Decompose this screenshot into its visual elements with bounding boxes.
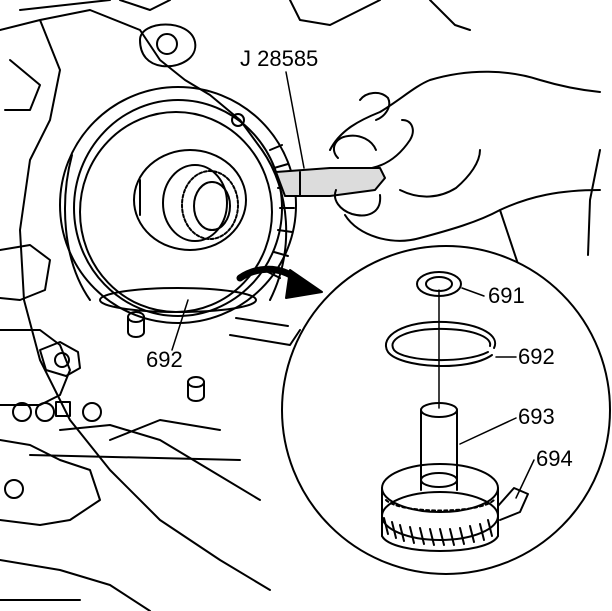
case-channel xyxy=(109,317,301,441)
callout-693: 693 xyxy=(518,404,555,429)
callout-692-detail: 692 xyxy=(518,344,555,369)
callout-694: 694 xyxy=(536,446,573,471)
callout-691: 691 xyxy=(488,283,525,308)
clutch-housing xyxy=(59,86,297,324)
washer-691 xyxy=(416,271,462,297)
snap-ring-692 xyxy=(385,320,497,368)
tool-j28585 xyxy=(275,71,386,197)
detail-arrow xyxy=(236,265,323,299)
tool-callout-j28585: J 28585 xyxy=(240,46,319,71)
center-hub xyxy=(133,149,247,251)
detail-view xyxy=(281,245,611,575)
shaft-693 xyxy=(420,402,458,491)
leader-lines xyxy=(171,287,535,499)
clutch-hub-694 xyxy=(381,463,529,552)
hand xyxy=(329,70,601,271)
case-holes xyxy=(4,311,205,499)
transmission-case xyxy=(0,0,471,611)
callout-692-main: 692 xyxy=(146,347,183,372)
mounting-boss xyxy=(139,23,197,68)
